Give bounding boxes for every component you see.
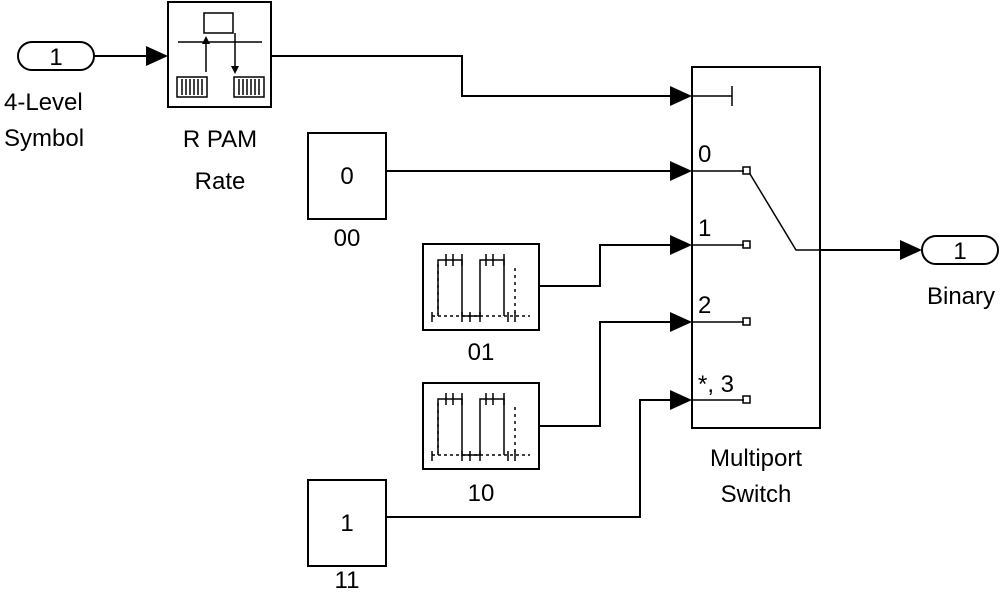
outport-label: Binary xyxy=(927,283,995,310)
outport-binary[interactable]: 1 xyxy=(921,235,999,265)
switch-port0-contact xyxy=(742,166,751,175)
inport-4-level-symbol[interactable]: 1 xyxy=(17,41,95,71)
constant-11-value: 1 xyxy=(340,510,353,537)
switch-label-line2: Switch xyxy=(721,481,792,508)
wire-rate-to-switch-control xyxy=(271,55,692,106)
buffer-right-icon xyxy=(233,76,265,98)
wire-00-to-port0 xyxy=(386,161,692,181)
wire-inport-to-rate xyxy=(94,46,168,66)
constant-11-block[interactable]: 1 xyxy=(307,479,387,567)
rate-label-line1: R PAM xyxy=(183,126,257,153)
switch-port2-contact xyxy=(742,317,751,326)
switch-port2-label: 2 xyxy=(698,292,711,319)
constant-00-value: 0 xyxy=(340,163,353,190)
rate-transition-block[interactable] xyxy=(167,1,272,108)
outport-number: 1 xyxy=(953,238,966,265)
inport-number: 1 xyxy=(49,44,62,71)
wire-11-to-port3 xyxy=(386,390,692,518)
pulse-01-icon xyxy=(431,254,530,322)
pulse-generator-01-block[interactable] xyxy=(422,243,540,331)
wire-switch-to-outport xyxy=(820,240,922,260)
constant-11-label: 11 xyxy=(335,567,360,593)
switch-port1-label: 1 xyxy=(698,215,711,242)
wire-01-to-port1 xyxy=(539,235,692,287)
switch-port0-label: 0 xyxy=(698,141,711,168)
switch-port1-contact xyxy=(742,240,751,249)
pulse-01-label: 01 xyxy=(468,339,495,366)
constant-00-block[interactable]: 0 xyxy=(307,132,387,220)
buffer-left-icon xyxy=(176,76,208,98)
multiport-switch-block[interactable] xyxy=(691,66,821,429)
pulse-generator-10-block[interactable] xyxy=(422,382,540,470)
rate-top-box-icon xyxy=(203,12,234,34)
switch-port3-contact xyxy=(742,395,751,404)
constant-00-label: 00 xyxy=(334,225,361,252)
inport-label-line2: Symbol xyxy=(4,125,84,152)
switch-lever xyxy=(749,173,820,251)
rate-label-line2: Rate xyxy=(195,168,246,195)
switch-port3-label: *, 3 xyxy=(698,371,734,398)
wire-10-to-port2 xyxy=(539,312,692,427)
pulse-10-label: 10 xyxy=(468,480,495,507)
inport-label-line1: 4-Level xyxy=(4,89,83,116)
pulse-10-icon xyxy=(431,393,530,461)
switch-label-line1: Multiport xyxy=(710,445,802,472)
